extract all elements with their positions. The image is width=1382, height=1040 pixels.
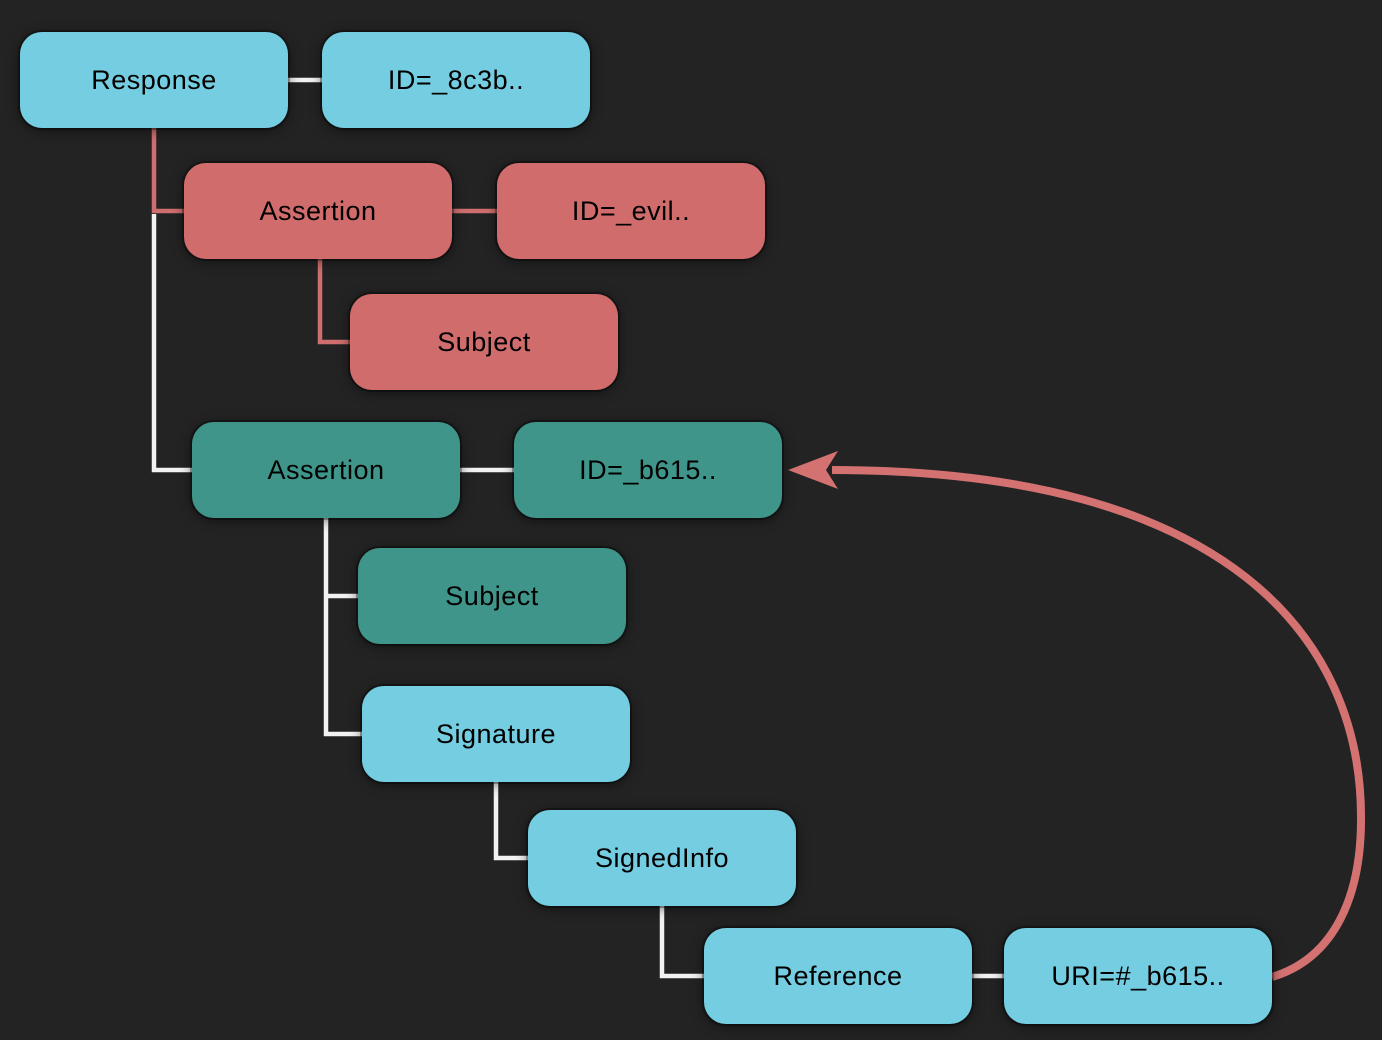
edge-signedinfo-to-reference bbox=[659, 906, 704, 979]
node-label: Response bbox=[91, 64, 217, 95]
node-signedinfo: SignedInfo bbox=[528, 810, 796, 906]
node-label: Assertion bbox=[267, 454, 385, 485]
node-assertion-legit: Assertion bbox=[192, 422, 460, 518]
node-label: ID=_evil.. bbox=[571, 195, 691, 226]
node-assertion-legit-id: ID=_b615.. bbox=[514, 422, 782, 518]
node-signature: Signature bbox=[362, 686, 630, 782]
node-label: ID=_b615.. bbox=[579, 454, 717, 485]
edge-response-to-evil-assertion bbox=[151, 128, 184, 214]
edge-evil-assertion-to-subject bbox=[317, 259, 350, 345]
arrowhead-icon bbox=[788, 451, 838, 489]
node-label: Signature bbox=[435, 718, 557, 749]
node-label: Subject bbox=[445, 580, 539, 611]
node-assertion-evil: Assertion bbox=[184, 163, 452, 259]
edge-signature-to-signedinfo bbox=[493, 782, 528, 861]
node-response: Response bbox=[20, 32, 288, 128]
node-label: Assertion bbox=[259, 195, 377, 226]
node-label: Reference bbox=[773, 960, 903, 991]
node-subject-legit: Subject bbox=[358, 548, 626, 644]
node-reference-uri: URI=#_b615.. bbox=[1004, 928, 1272, 1024]
node-label: URI=#_b615.. bbox=[1051, 960, 1225, 991]
edge-legit-assertion-to-signature bbox=[323, 518, 362, 737]
edge-response-to-legit-assertion bbox=[151, 214, 192, 473]
node-label: Subject bbox=[437, 326, 531, 357]
node-reference: Reference bbox=[704, 928, 972, 1024]
node-subject-evil: Subject bbox=[350, 294, 618, 390]
uri-to-assertion-id-curve bbox=[831, 466, 1366, 981]
node-label: SignedInfo bbox=[594, 842, 730, 873]
node-assertion-evil-id: ID=_evil.. bbox=[497, 163, 765, 259]
node-label: ID=_8c3b.. bbox=[387, 64, 525, 95]
node-response-id: ID=_8c3b.. bbox=[322, 32, 590, 128]
